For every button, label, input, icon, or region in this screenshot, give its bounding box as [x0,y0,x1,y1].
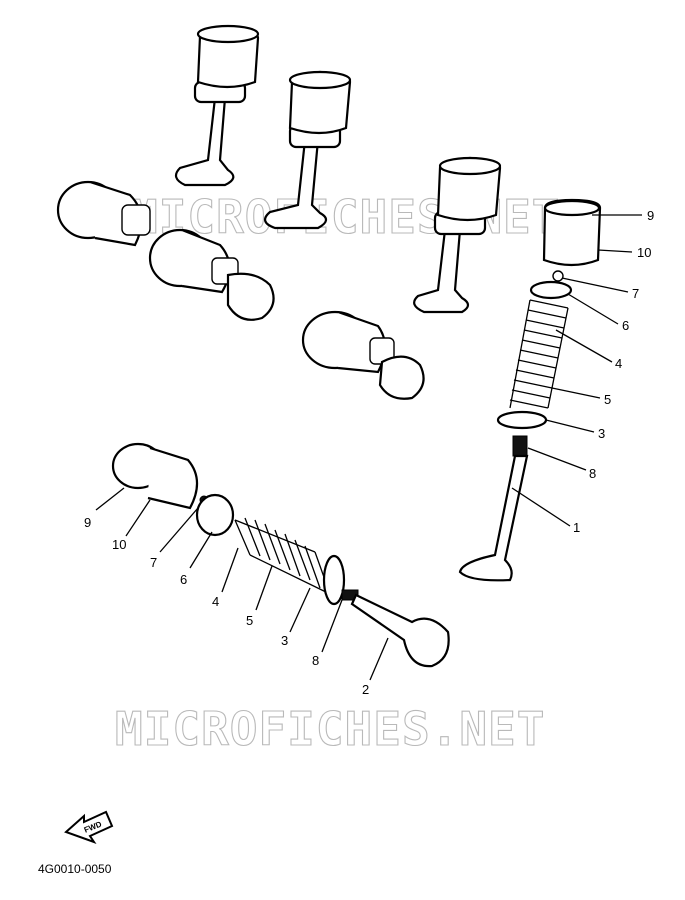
callout-lower-4: 4 [212,594,219,609]
callout-lower-6: 6 [180,572,187,587]
callout-lower-9: 9 [84,515,91,530]
watermark-bottom: MICROFICHES.NET [115,702,545,756]
callout-right-1: 1 [573,520,580,535]
callout-right-9: 9 [647,208,654,223]
valve-assembly-right-center [413,156,502,314]
valve-assembly-right-exploded [458,198,602,582]
valve-assembly-top-center [263,70,352,230]
valve-assembly-middle-angled [301,310,425,400]
callout-right-6: 6 [622,318,629,333]
callout-lower-8: 8 [312,653,319,668]
valve-assembly-lower-exploded [111,442,450,668]
callout-lower-10: 10 [112,537,126,552]
forward-arrow-icon: FWD [64,810,114,844]
callout-right-4: 4 [615,356,622,371]
callout-lower-3: 3 [281,633,288,648]
valve-assembly-left-angled [56,180,275,321]
callout-lower-2: 2 [362,682,369,697]
valve-spring-lower [234,517,331,595]
leader-lines-right [511,214,642,527]
callout-right-7: 7 [632,286,639,301]
valve-assembly-top-left [174,24,260,187]
callout-lower-7: 7 [150,555,157,570]
callout-right-8: 8 [589,466,596,481]
valve-spring-outer [509,299,569,409]
callout-right-3: 3 [598,426,605,441]
callout-right-10: 10 [637,245,651,260]
callout-right-5: 5 [604,392,611,407]
callout-lower-5: 5 [246,613,253,628]
diagram-code: 4G0010-0050 [38,862,112,876]
leader-lines-lower [95,487,389,681]
